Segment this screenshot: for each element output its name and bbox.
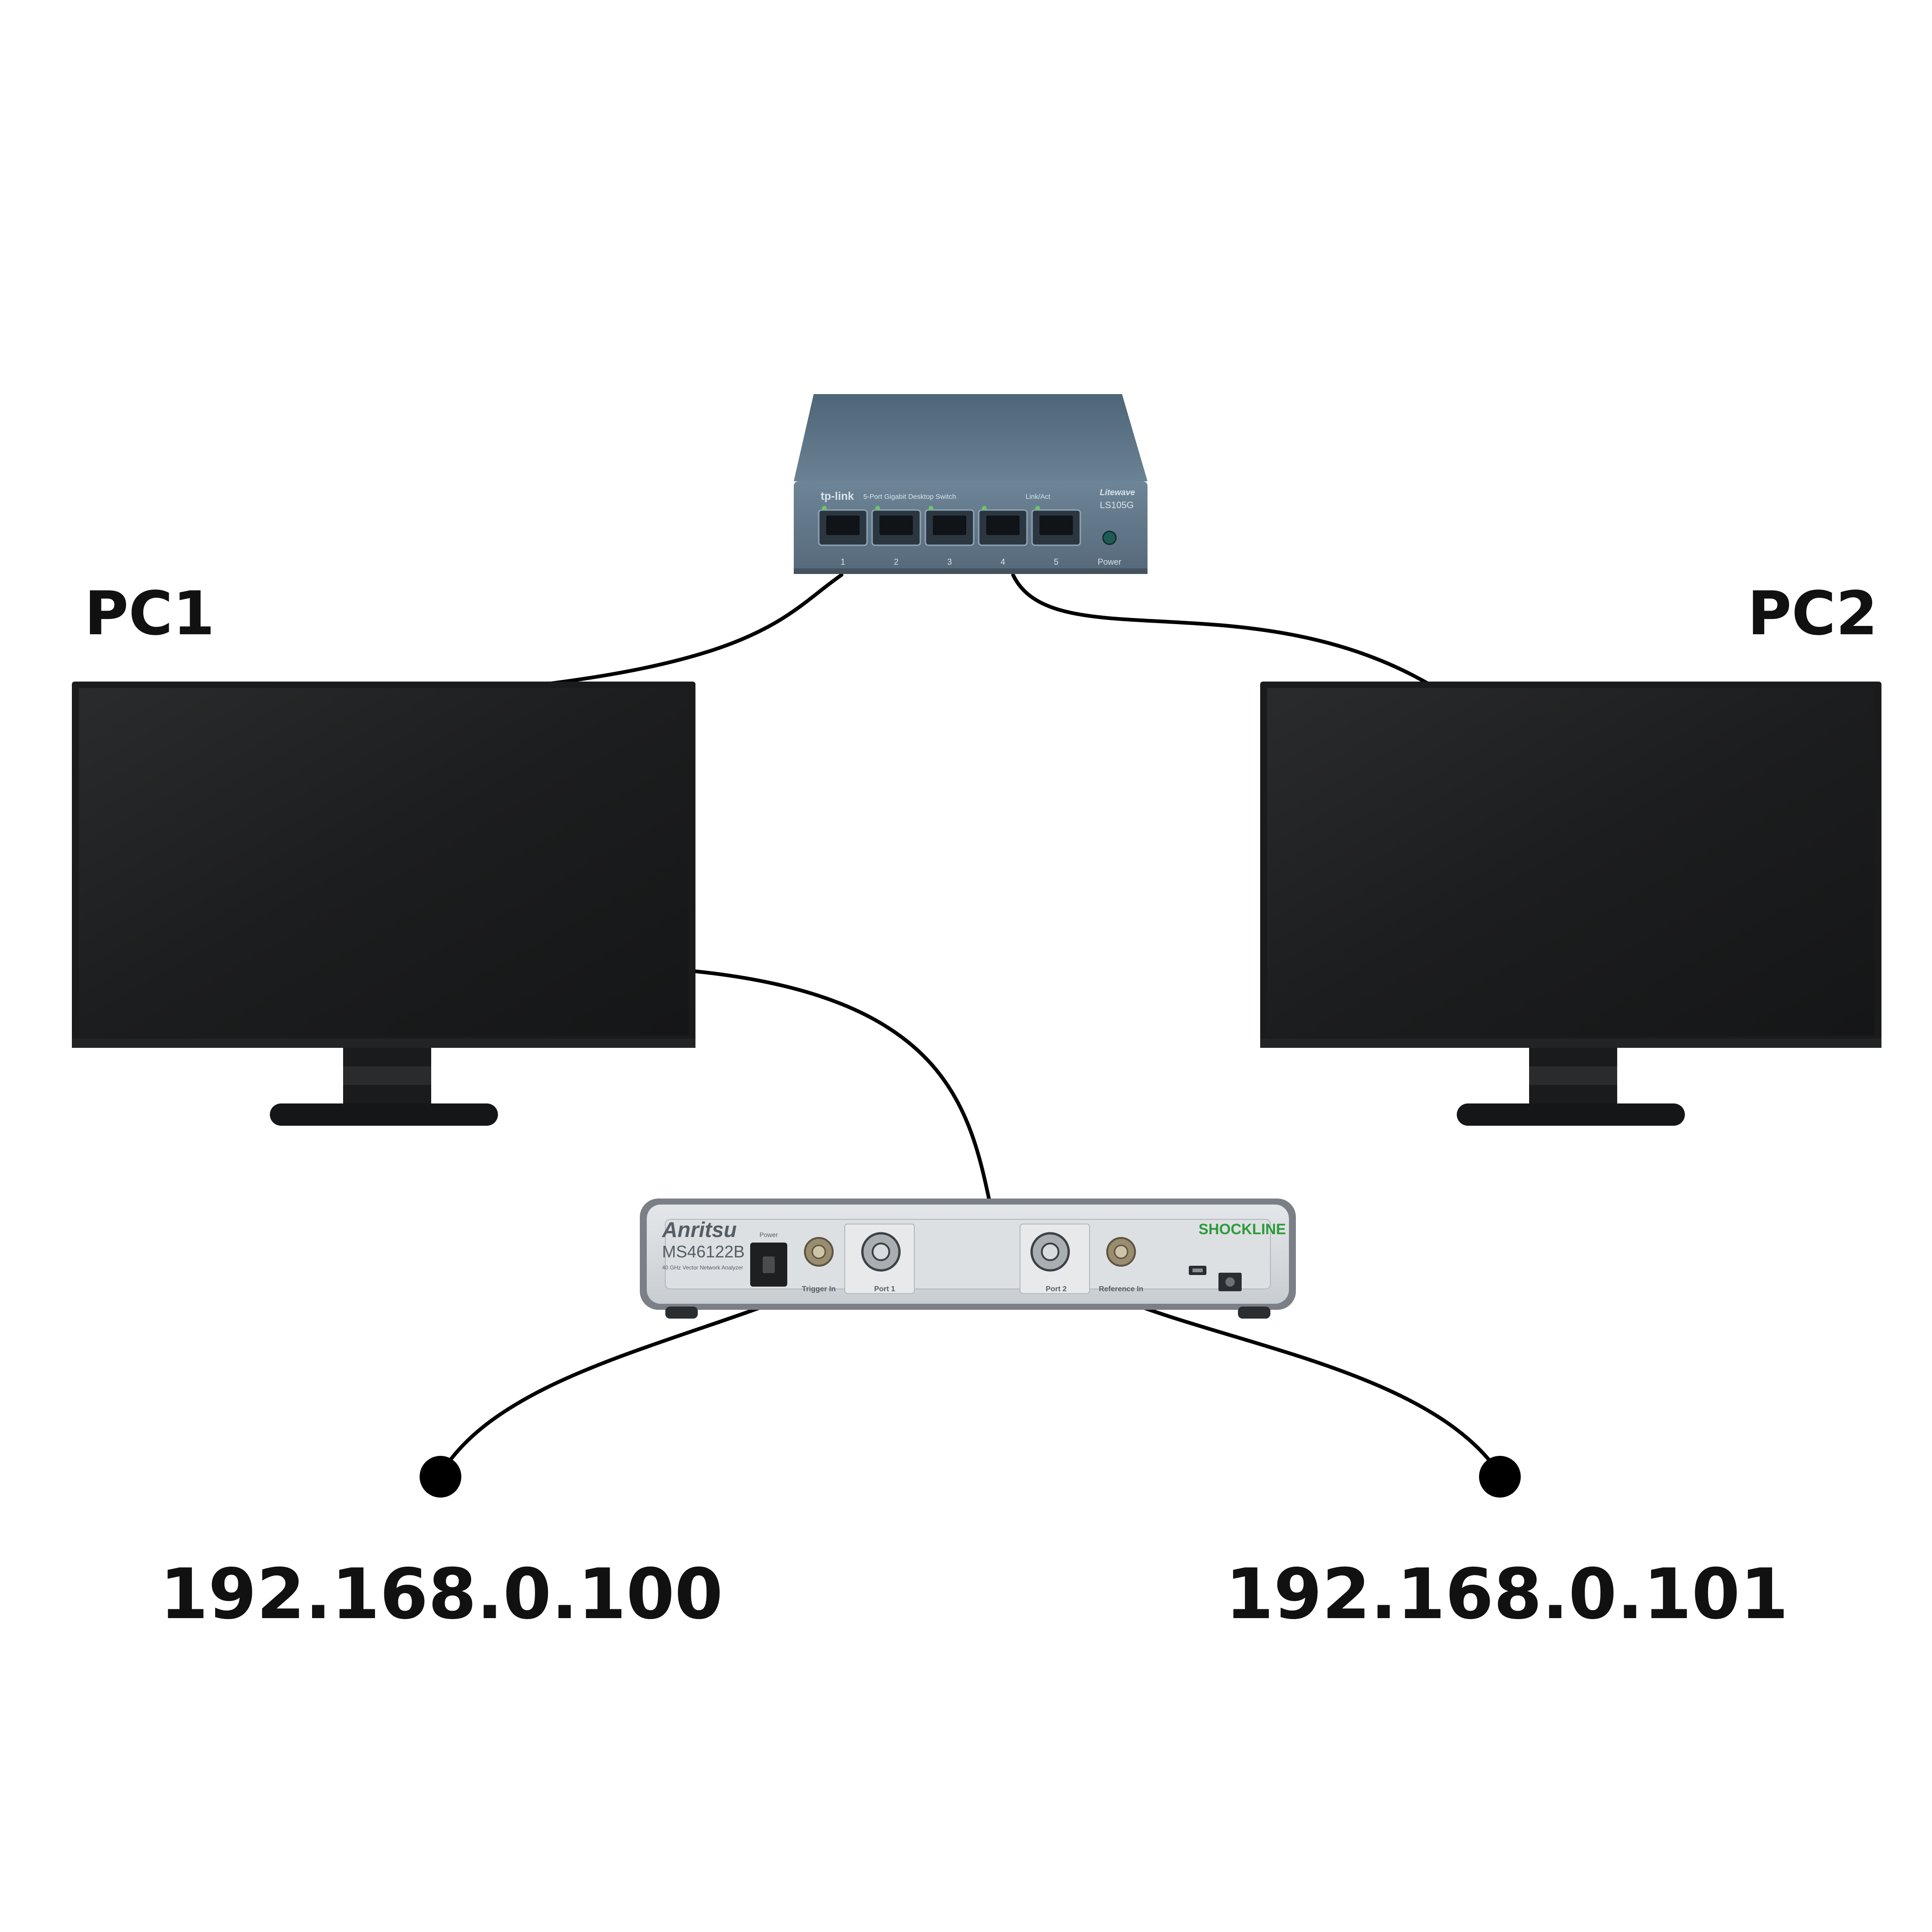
trigger-in-connector (804, 1237, 834, 1267)
switch-port-number: 3 (947, 557, 952, 567)
monitor-pc1-base (270, 1103, 498, 1126)
analyzer-model: MS46122B (662, 1242, 745, 1261)
switch-power-led (1102, 530, 1117, 545)
switch-model: LS105G (1100, 500, 1134, 510)
cable-switch-to-pc2 (1011, 573, 1435, 688)
monitor-pc2-base (1457, 1103, 1685, 1126)
switch-port-number: 1 (841, 557, 845, 567)
ip-label-right: 192.168.0.101 (1225, 1554, 1789, 1635)
monitor-pc1-screen (79, 688, 689, 1036)
analyzer-power-label: Power (759, 1231, 778, 1238)
port2-label: Port 2 (1046, 1285, 1066, 1293)
port1-label: Port 1 (874, 1285, 895, 1293)
switch-ports (818, 506, 1081, 546)
switch-link-act-label: Link/Act (1026, 493, 1051, 501)
switch-description: 5-Port Gigabit Desktop Switch (863, 493, 956, 501)
monitor-pc2 (1260, 682, 1881, 1126)
switch-series: Litewave (1100, 488, 1135, 497)
analyzer-subtitle: 40 GHz Vector Network Analyzer (662, 1264, 743, 1271)
switch-top-face (794, 394, 1148, 481)
cable-pc1-to-analyzer (694, 969, 992, 1205)
pc1-label: PC1 (84, 578, 215, 649)
switch-port-number: 5 (1054, 557, 1058, 567)
analyzer-brand: Anritsu (662, 1218, 737, 1242)
network-switch: tp-link 5-Port Gigabit Desktop Switch Li… (794, 394, 1148, 574)
switch-port (818, 506, 868, 546)
reference-in-label: Reference In (1099, 1285, 1143, 1293)
analyzer-foot (1238, 1307, 1270, 1319)
cable-switch-to-pc1 (527, 573, 843, 688)
switch-port-numbers: 1 2 3 4 5 (841, 557, 1058, 567)
analyzer-foot (665, 1307, 698, 1319)
port2-connector (1030, 1232, 1070, 1272)
switch-port-number: 2 (894, 557, 899, 567)
reference-in-connector (1106, 1237, 1136, 1267)
switch-brand: tp-link (821, 490, 854, 503)
endpoint-left (420, 1456, 461, 1498)
switch-port (1031, 506, 1081, 546)
trigger-in-label: Trigger In (802, 1285, 836, 1293)
dc-power-jack (1218, 1273, 1242, 1291)
pc2-label: PC2 (1747, 578, 1878, 649)
ip-label-left: 192.168.0.100 (160, 1554, 723, 1635)
switch-port (925, 506, 975, 546)
switch-port (978, 506, 1028, 546)
endpoint-right (1479, 1456, 1521, 1498)
vector-network-analyzer: Anritsu MS46122B 40 GHz Vector Network A… (640, 1199, 1296, 1319)
monitor-pc2-screen (1267, 688, 1875, 1036)
switch-power-label: Power (1097, 557, 1121, 567)
switch-port (871, 506, 921, 546)
switch-port-number: 4 (1001, 557, 1005, 567)
port1-connector (861, 1232, 901, 1272)
usb-port (1189, 1266, 1206, 1275)
monitor-pc1 (72, 682, 695, 1126)
analyzer-series-logo: SHOCKLINE (1199, 1221, 1286, 1237)
